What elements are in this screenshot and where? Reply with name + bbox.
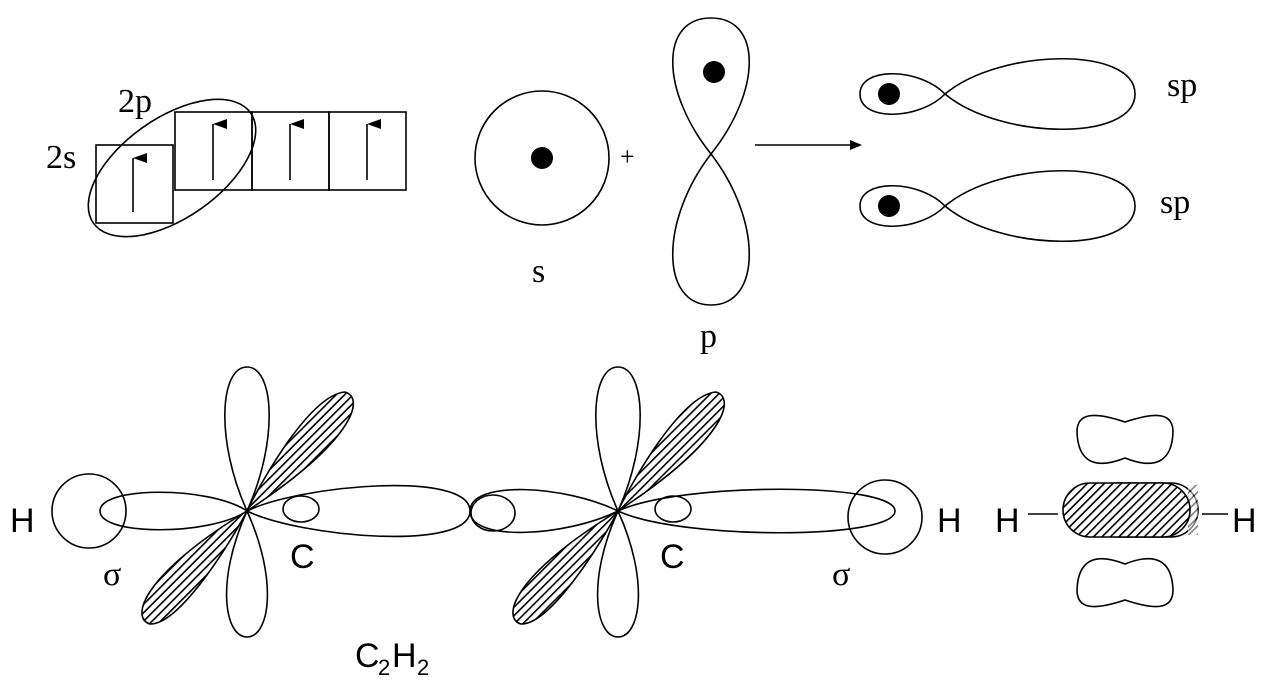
c-right-p-orbital-diagonal-lower	[512, 508, 621, 625]
c-right-sp-lobe-to-c	[469, 488, 620, 534]
pi-cloud-top	[1076, 414, 1174, 465]
label-h-left: H	[10, 502, 35, 540]
svg-text:2: 2	[417, 655, 429, 680]
label-c-right: C	[660, 538, 685, 576]
2s-box	[95, 144, 174, 224]
sp-hybrid-orbital-2: sp	[859, 169, 1190, 243]
p-orbital-electron-dot	[703, 61, 725, 83]
label-2p: 2p	[118, 83, 152, 120]
svg-text:2: 2	[378, 655, 390, 680]
pi-cloud-bottom	[1076, 557, 1174, 608]
sp-2-electron-dot	[878, 195, 900, 217]
s-orbital: s	[474, 90, 610, 290]
side-h-left: H	[995, 502, 1020, 540]
label-c-left: C	[290, 538, 315, 576]
acetylene-side-view: H H	[995, 414, 1257, 608]
hybridization-ellipse	[87, 98, 257, 238]
label-sigma-right: σ	[832, 556, 850, 593]
c-right-small-lobe	[654, 495, 692, 523]
svg-text:H: H	[392, 637, 417, 675]
formula-c2h2: C 2 H 2	[355, 637, 429, 680]
sp-1-electron-dot	[878, 83, 900, 105]
c-left-small-lobe	[282, 495, 320, 523]
h-left-s-orbital	[51, 473, 127, 549]
c-right-sp-lobe-to-h	[616, 488, 896, 534]
2p-box-3	[328, 111, 407, 191]
p-orbital: p	[672, 17, 750, 355]
label-s: s	[532, 253, 545, 290]
label-p: p	[700, 318, 717, 355]
c-right-back-lobe	[470, 494, 516, 532]
label-sp-1: sp	[1167, 67, 1197, 104]
s-orbital-electron-dot	[531, 147, 553, 169]
svg-text:C: C	[355, 637, 380, 675]
c-right-p-orbital-diagonal	[616, 391, 726, 514]
sigma-bond-front	[1062, 482, 1191, 538]
sigma-bond-hatched-overlay	[1188, 485, 1198, 535]
label-sigma-left: σ	[103, 556, 121, 593]
label-sp-2: sp	[1160, 184, 1190, 221]
c-left-p-orbital-vertical	[224, 366, 270, 638]
c-left-p-orbital-diagonal	[245, 391, 355, 514]
orbital-box-diagram: 2s 2p	[46, 83, 407, 238]
h-right-s-orbital	[847, 479, 923, 555]
c-left-sp-lobe-to-h	[99, 491, 249, 531]
label-h-right: H	[937, 502, 962, 540]
plus-sign: +	[620, 142, 635, 171]
c-left-p-orbital-diagonal-lower	[141, 508, 250, 625]
side-h-right: H	[1232, 502, 1257, 540]
sp-hybrid-orbital-1: sp	[859, 57, 1197, 131]
label-2s: 2s	[46, 139, 76, 176]
acetylene-bond-diagram: H σ C C σ H C 2 H 2	[10, 366, 962, 680]
c-right-p-orbital-vertical	[595, 366, 641, 638]
c-left-sp-lobe-to-c	[245, 484, 471, 538]
